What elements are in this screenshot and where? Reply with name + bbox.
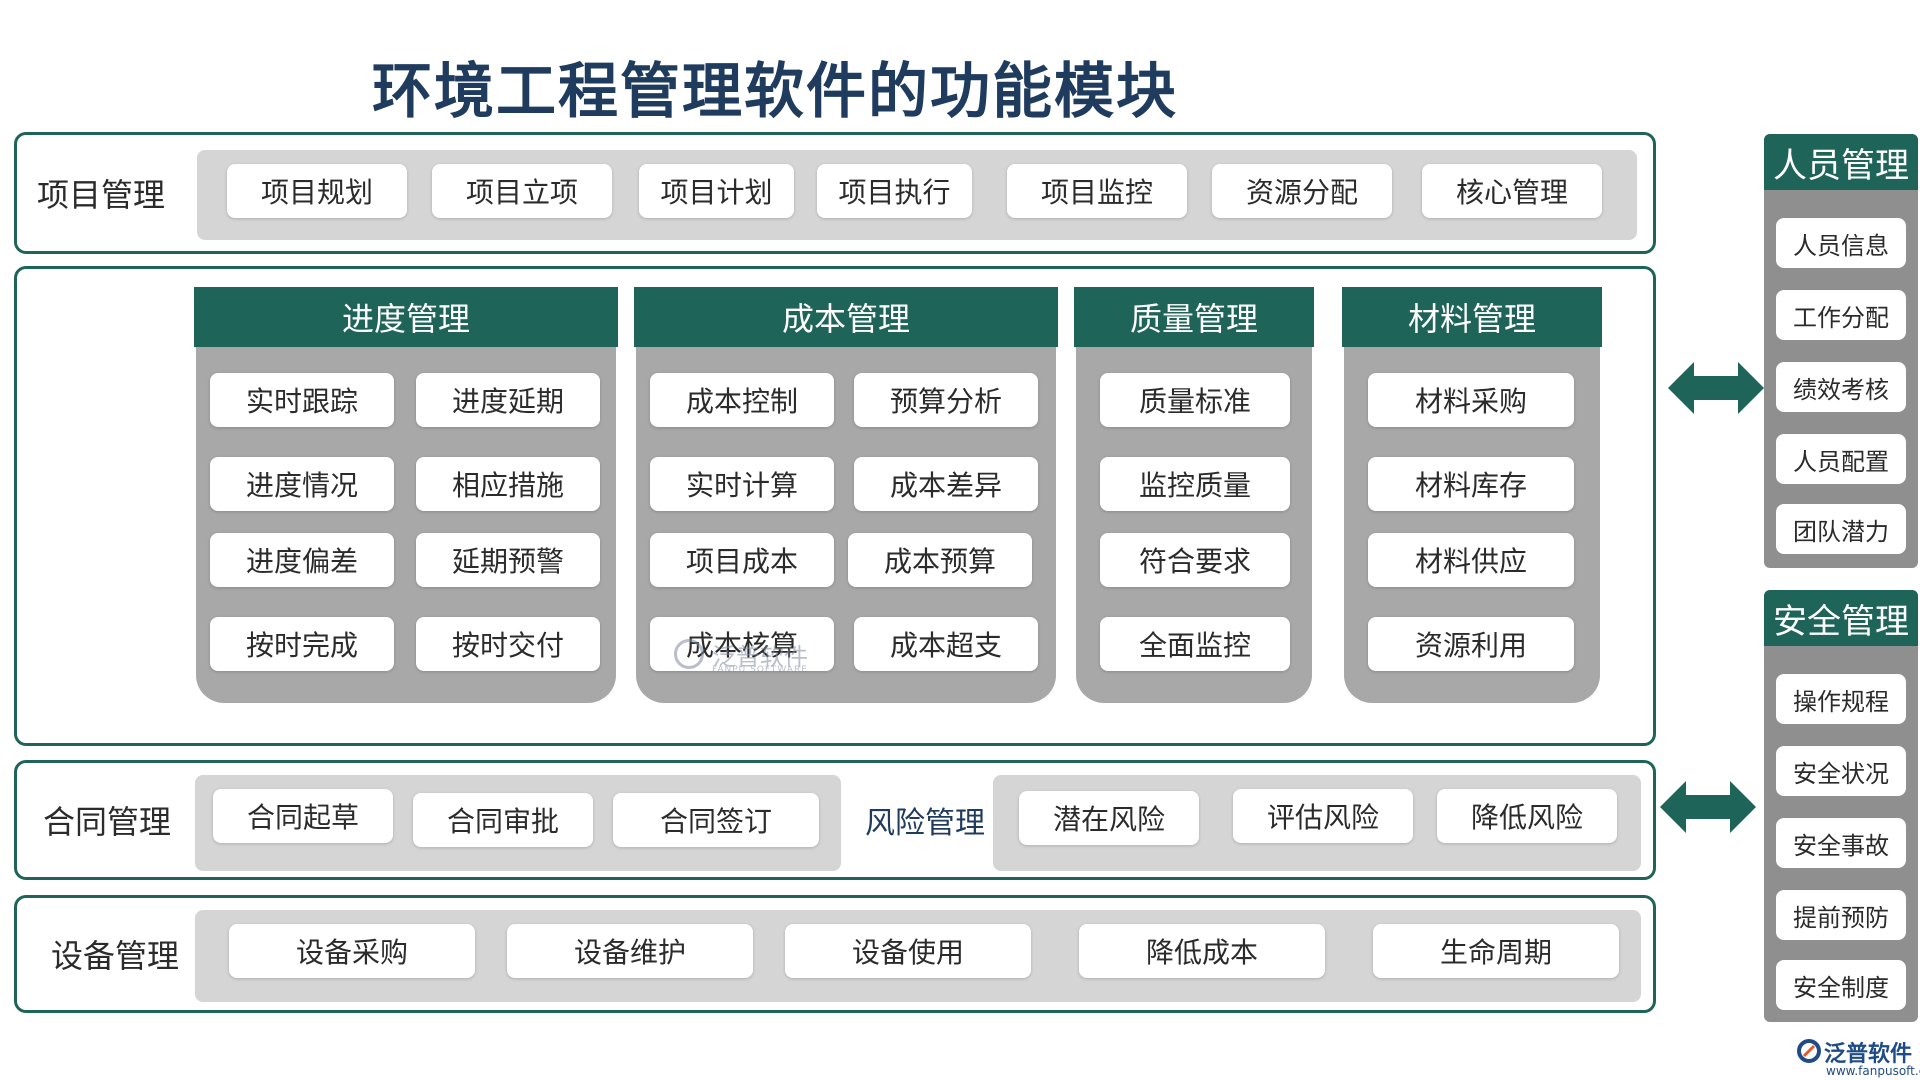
equipment-panel: 设备管理 设备采购 设备维护 设备使用 降低成本 生命周期 <box>14 895 1656 1013</box>
personnel-item[interactable]: 人员信息 <box>1776 218 1906 268</box>
personnel-item[interactable]: 工作分配 <box>1776 290 1906 340</box>
cost-item[interactable]: 成本差异 <box>854 457 1038 511</box>
contract-risk-panel: 合同管理 合同起草 合同审批 合同签订 风险管理 潜在风险 评估风险 降低风险 <box>14 760 1656 880</box>
personnel-management-header: 人员管理 <box>1764 134 1918 190</box>
contract-item[interactable]: 合同起草 <box>213 789 393 843</box>
equipment-management-label: 设备管理 <box>51 937 180 975</box>
material-management-header: 材料管理 <box>1342 287 1602 347</box>
equipment-item[interactable]: 设备维护 <box>507 924 753 978</box>
cost-item[interactable]: 项目成本 <box>650 533 834 587</box>
progress-management-header: 进度管理 <box>194 287 618 347</box>
cost-item[interactable]: 实时计算 <box>650 457 834 511</box>
progress-item[interactable]: 延期预警 <box>416 533 600 587</box>
project-item[interactable]: 项目计划 <box>639 164 794 218</box>
risk-item[interactable]: 降低风险 <box>1437 789 1617 843</box>
personnel-item[interactable]: 人员配置 <box>1776 434 1906 484</box>
cost-item[interactable]: 成本控制 <box>650 373 834 427</box>
cost-item[interactable]: 成本超支 <box>854 617 1038 671</box>
watermark: 泛普软件 FANPU SOFTWARE <box>674 637 874 687</box>
progress-item[interactable]: 进度情况 <box>210 457 394 511</box>
material-management-column: 材料采购 材料库存 材料供应 资源利用 <box>1344 347 1600 703</box>
progress-item[interactable]: 按时交付 <box>416 617 600 671</box>
cost-management-column: 成本控制 预算分析 实时计算 成本差异 项目成本 成本预算 成本核算 成本超支 … <box>636 347 1056 703</box>
equipment-item[interactable]: 设备使用 <box>785 924 1031 978</box>
project-management-label: 项目管理 <box>37 176 166 214</box>
logo-icon <box>1797 1039 1821 1063</box>
progress-management-column: 实时跟踪 进度延期 进度情况 相应措施 进度偏差 延期预警 按时完成 按时交付 <box>196 347 616 703</box>
quality-item[interactable]: 符合要求 <box>1100 533 1290 587</box>
progress-item[interactable]: 相应措施 <box>416 457 600 511</box>
brand-logo: 泛普软件 www.fanpusoft.com <box>1796 1034 1920 1078</box>
progress-item[interactable]: 按时完成 <box>210 617 394 671</box>
equipment-item[interactable]: 设备采购 <box>229 924 475 978</box>
safety-item[interactable]: 安全制度 <box>1776 960 1906 1010</box>
watermark-sub: FANPU SOFTWARE <box>712 665 808 675</box>
quality-management-header: 质量管理 <box>1074 287 1314 347</box>
risk-item[interactable]: 评估风险 <box>1233 789 1413 843</box>
project-items-bar: 项目规划 项目立项 项目计划 项目执行 项目监控 资源分配 核心管理 <box>197 150 1637 240</box>
quality-item[interactable]: 监控质量 <box>1100 457 1290 511</box>
personnel-item[interactable]: 绩效考核 <box>1776 362 1906 412</box>
double-arrow-icon <box>1660 781 1756 833</box>
quality-item[interactable]: 全面监控 <box>1100 617 1290 671</box>
contract-item[interactable]: 合同签订 <box>613 793 819 847</box>
progress-item[interactable]: 进度偏差 <box>210 533 394 587</box>
project-item[interactable]: 项目监控 <box>1007 164 1187 218</box>
safety-item[interactable]: 提前预防 <box>1776 890 1906 940</box>
material-item[interactable]: 材料采购 <box>1368 373 1574 427</box>
risk-item[interactable]: 潜在风险 <box>1019 791 1199 845</box>
equipment-item[interactable]: 生命周期 <box>1373 924 1619 978</box>
project-item[interactable]: 项目执行 <box>817 164 972 218</box>
progress-item[interactable]: 实时跟踪 <box>210 373 394 427</box>
page-title: 环境工程管理软件的功能模块 <box>372 57 1178 127</box>
project-item[interactable]: 项目立项 <box>432 164 612 218</box>
project-management-panel: 项目管理 项目规划 项目立项 项目计划 项目执行 项目监控 资源分配 核心管理 <box>14 132 1656 254</box>
cost-management-header: 成本管理 <box>634 287 1058 347</box>
quality-item[interactable]: 质量标准 <box>1100 373 1290 427</box>
contract-item[interactable]: 合同审批 <box>413 793 593 847</box>
project-item[interactable]: 核心管理 <box>1422 164 1602 218</box>
project-item[interactable]: 项目规划 <box>227 164 407 218</box>
cost-item[interactable]: 预算分析 <box>854 373 1038 427</box>
cost-item[interactable]: 成本预算 <box>848 533 1032 587</box>
material-item[interactable]: 材料库存 <box>1368 457 1574 511</box>
project-item[interactable]: 资源分配 <box>1212 164 1392 218</box>
risk-items-bar: 潜在风险 评估风险 降低风险 <box>993 775 1641 871</box>
contract-management-label: 合同管理 <box>43 803 172 841</box>
progress-item[interactable]: 进度延期 <box>416 373 600 427</box>
contract-items-bar: 合同起草 合同审批 合同签订 <box>195 775 841 871</box>
safety-item[interactable]: 安全事故 <box>1776 818 1906 868</box>
logo-url: www.fanpusoft.com <box>1826 1064 1920 1078</box>
double-arrow-icon <box>1668 362 1764 414</box>
safety-management-header: 安全管理 <box>1764 590 1918 646</box>
equipment-item[interactable]: 降低成本 <box>1079 924 1325 978</box>
watermark-brand: 泛普软件 <box>712 643 808 671</box>
quality-management-column: 质量标准 监控质量 符合要求 全面监控 <box>1076 347 1312 703</box>
material-item[interactable]: 材料供应 <box>1368 533 1574 587</box>
safety-item[interactable]: 操作规程 <box>1776 674 1906 724</box>
safety-item[interactable]: 安全状况 <box>1776 746 1906 796</box>
logo-brand: 泛普软件 <box>1824 1042 1913 1067</box>
personnel-item[interactable]: 团队潜力 <box>1776 504 1906 554</box>
material-item[interactable]: 资源利用 <box>1368 617 1574 671</box>
risk-management-label: 风险管理 <box>865 806 985 841</box>
personnel-management-panel: 人员管理 人员信息 工作分配 绩效考核 人员配置 团队潜力 <box>1764 134 1918 568</box>
equipment-items-bar: 设备采购 设备维护 设备使用 降低成本 生命周期 <box>195 910 1641 1002</box>
safety-management-panel: 安全管理 操作规程 安全状况 安全事故 提前预防 安全制度 <box>1764 590 1918 1022</box>
